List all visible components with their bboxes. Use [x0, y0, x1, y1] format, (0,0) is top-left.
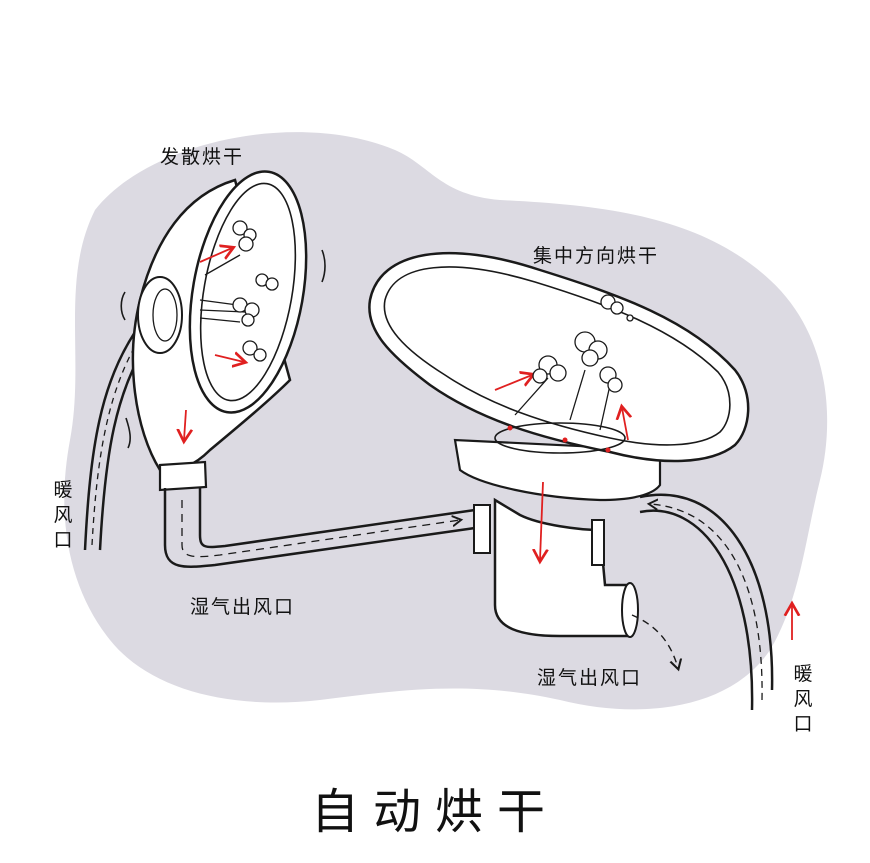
label-focused-dry: 集中方向烘干	[533, 245, 660, 267]
focused-dryer-basin	[368, 251, 750, 668]
label-diffuse-dry: 发散烘干	[160, 146, 245, 168]
diffuse-dryer	[120, 170, 326, 492]
label-warm-air-inlet-right: 暖风口	[793, 663, 813, 735]
page-title: 自动烘干	[310, 784, 559, 840]
label-warm-air-inlet-left: 暖风口	[53, 479, 73, 551]
right-inlet-hose	[639, 493, 792, 711]
connecting-pipe	[163, 488, 476, 568]
label-moist-air-outlet-right: 湿气出风口	[537, 667, 643, 689]
label-moist-air-outlet-left: 湿气出风口	[190, 596, 296, 618]
